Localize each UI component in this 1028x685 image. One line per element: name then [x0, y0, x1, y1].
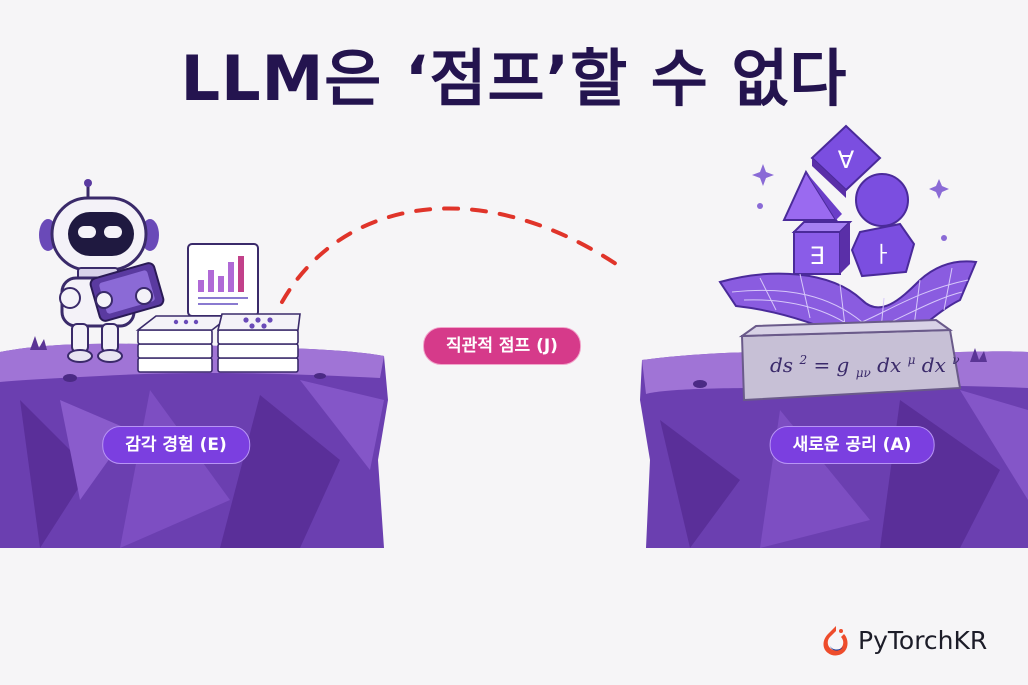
pytorchkr-logo: PyTorchKR [822, 622, 987, 658]
eq-dx2: dx [922, 353, 946, 377]
equation-stone [738, 318, 962, 402]
eq-dx1: dx [877, 353, 901, 377]
glyph-forall: ∀ [838, 146, 855, 174]
equation-text: ds 2 = g μν dx μ dx ν [770, 345, 960, 382]
eq-g: = g [813, 353, 849, 377]
label-jump: 직관적 점프 (J) [423, 327, 581, 365]
brand-name: PyTorchKR [858, 625, 988, 655]
pytorch-flame-icon [823, 626, 848, 656]
eq-sub-munu: μν [856, 366, 871, 380]
eq-sup-2: 2 [798, 353, 807, 367]
label-axiom: 새로운 공리 (A) [769, 426, 935, 464]
label-experience: 감각 경험 (E) [102, 426, 250, 464]
robot-illustration [39, 179, 165, 363]
page-title: LLM은 ‘점프’할 수 없다 [180, 42, 848, 115]
data-stacks-icon [135, 313, 301, 373]
axiom-shapes [752, 124, 949, 278]
eq-ds: ds [770, 353, 793, 377]
jump-arc [280, 206, 627, 304]
eq-sup-nu: ν [952, 353, 959, 367]
eq-sup-mu: μ [908, 353, 916, 367]
glyph-hangul: ㅏ [872, 243, 892, 268]
chart-board-icon [187, 243, 259, 317]
glyph-exists: ∃ [809, 242, 824, 270]
